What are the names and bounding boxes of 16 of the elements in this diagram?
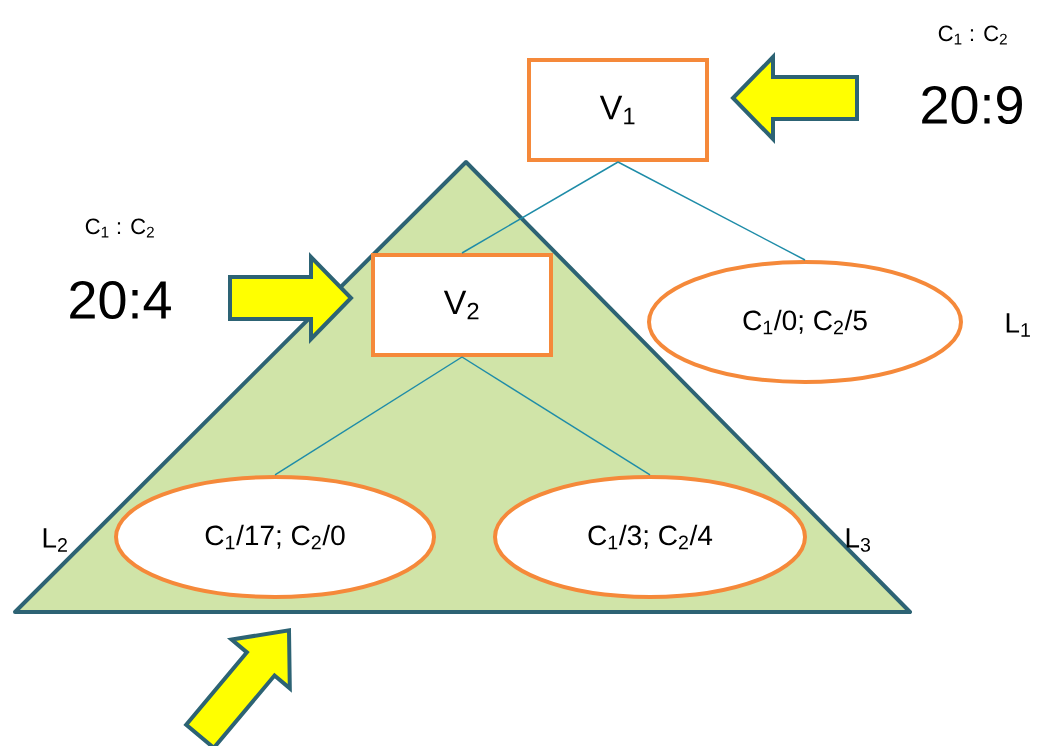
leaf-label: L$_{3}$ — [846, 528, 871, 552]
connector-line — [461, 161, 619, 254]
node-box: V$_{1}$ — [527, 58, 709, 162]
leaf-label: L$_{2}$ — [43, 528, 67, 552]
ratio-value: 20:9 — [922, 85, 1022, 125]
ratio-value: 20:4 — [70, 280, 171, 320]
node-box: V$_{2}$ — [371, 253, 553, 357]
ratio-heading: C$_{1}$ : C$_{2}$ — [938, 25, 1007, 45]
connector-line — [274, 356, 463, 476]
block-arrow — [730, 52, 859, 144]
block-arrow — [228, 252, 354, 344]
ratio-heading: C$_{1}$ : C$_{2}$ — [85, 218, 154, 238]
connector-line — [461, 356, 651, 476]
leaf-label: L$_{1}$ — [1006, 313, 1030, 337]
connector-line — [617, 161, 806, 261]
block-arrow — [183, 627, 292, 746]
